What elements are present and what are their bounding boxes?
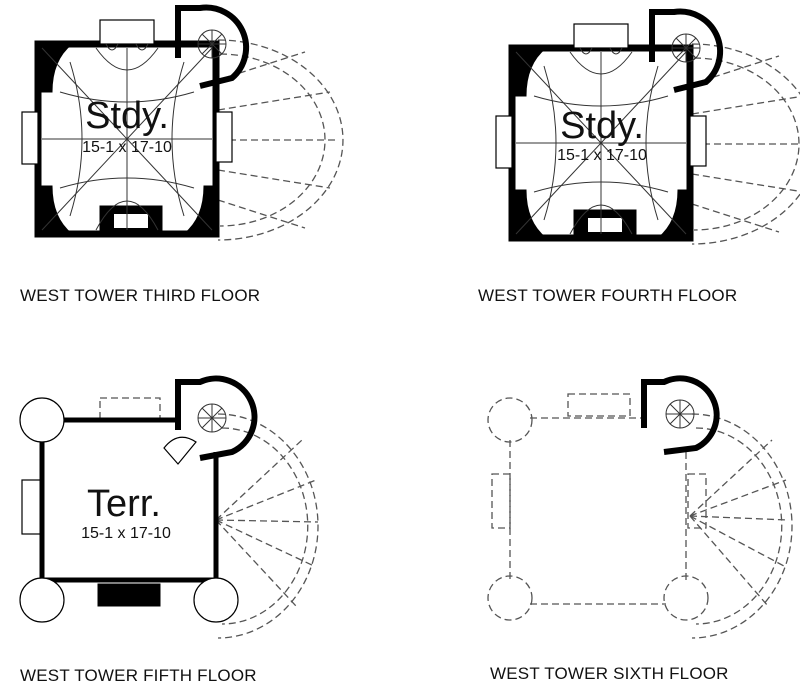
fifth-floor-room-name: Terr.	[87, 483, 161, 525]
fourth-floor-room-dims: 15-1 x 17-10	[557, 147, 647, 164]
third-floor-caption: WEST TOWER THIRD FLOOR	[20, 286, 261, 305]
fourth-floor-caption: WEST TOWER FOURTH FLOOR	[478, 286, 738, 305]
fifth-floor-caption: WEST TOWER FIFTH FLOOR	[20, 666, 257, 685]
sixth-floor-caption: WEST TOWER SIXTH FLOOR	[490, 664, 729, 683]
fifth-floor-room-dims: 15-1 x 17-10	[81, 525, 171, 542]
curved-stair-outline	[689, 413, 793, 639]
third-floor-plan: Stdy. 15-1 x 17-10	[22, 8, 343, 240]
third-floor-room-dims: 15-1 x 17-10	[82, 139, 172, 156]
sixth-floor-plan	[487, 375, 793, 639]
curved-stair-outline	[215, 413, 319, 639]
fifth-floor-plan: Terr. 15-1 x 17-10	[19, 375, 319, 639]
fourth-floor-plan: Stdy. 15-1 x 17-10	[496, 12, 800, 244]
fourth-floor-room-name: Stdy.	[560, 105, 644, 147]
third-floor-room-name: Stdy.	[85, 95, 169, 137]
